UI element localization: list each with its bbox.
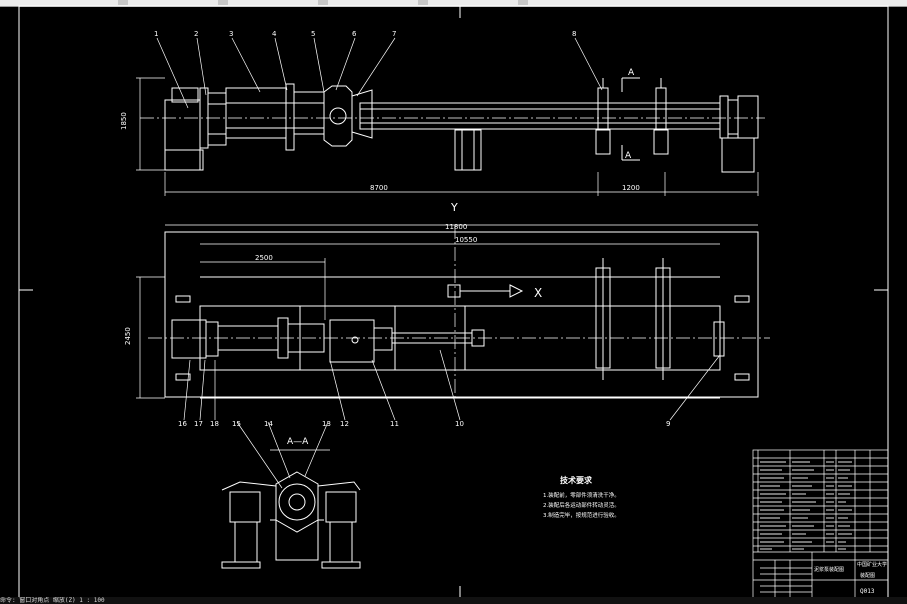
balloon-15: 15	[232, 420, 241, 428]
dim-plan-width: 2450	[124, 327, 132, 345]
plan-view	[136, 224, 770, 400]
balloon-2: 2	[194, 30, 198, 38]
balloon-7: 7	[392, 30, 396, 38]
front-view-leaders	[156, 37, 603, 109]
title-block-school: 中国矿业大学	[857, 561, 887, 568]
toolbar-button[interactable]	[318, 0, 328, 5]
balloon-10: 10	[455, 420, 464, 428]
balloon-4: 4	[272, 30, 277, 38]
balloon-8: 8	[572, 30, 576, 38]
title-block-drawing-name: 泥浆泵装配图	[814, 566, 844, 573]
dim-front-support: 1200	[622, 184, 640, 192]
balloon-13: 13	[322, 420, 331, 428]
balloon-18: 18	[210, 420, 219, 428]
balloon-14: 14	[264, 420, 273, 428]
front-view	[136, 77, 765, 196]
dim-plan-overall: 11800	[445, 223, 467, 231]
notes-item-1: 1.装配前，零部件须清洗干净。	[543, 491, 620, 499]
balloon-3: 3	[229, 30, 233, 38]
balloon-9: 9	[666, 420, 670, 428]
dim-plan-left: 2500	[255, 254, 273, 262]
notes-item-3: 3.制造完毕，按规范进行验收。	[543, 511, 620, 519]
section-marker-top: A	[628, 68, 635, 78]
balloon-1: 1	[154, 30, 158, 38]
section-title: A—A	[287, 437, 309, 447]
section-marker-bottom: A	[625, 151, 632, 161]
toolbar-button[interactable]	[518, 0, 528, 5]
axis-x-label: X	[534, 286, 542, 300]
title-block-entries	[760, 461, 852, 550]
balloon-6: 6	[352, 30, 357, 38]
balloon-5: 5	[311, 30, 315, 38]
toolbar-button[interactable]	[218, 0, 228, 5]
toolbar-button[interactable]	[418, 0, 428, 5]
title-block	[752, 449, 889, 599]
title-block-sub-name: 装配图	[860, 572, 875, 579]
command-line[interactable]: 命令: 窗口对角点 缩放(Z) 1 : 100	[0, 597, 907, 604]
dim-front-height: 1850	[120, 112, 128, 130]
axis-y-label: Y	[450, 201, 458, 214]
balloon-16: 16	[178, 420, 187, 428]
dim-plan-rail: 10550	[455, 236, 477, 244]
toolbar-button[interactable]	[118, 0, 128, 5]
balloon-11: 11	[390, 420, 399, 428]
section-view	[221, 421, 361, 569]
balloon-17: 17	[194, 420, 203, 428]
notes-item-2: 2.装配后各运动部件转动灵活。	[543, 501, 620, 509]
title-block-drawing-code: Q013	[860, 588, 875, 595]
dim-front-overall: 8700	[370, 184, 388, 192]
plan-view-leaders	[183, 349, 721, 421]
balloon-12: 12	[340, 420, 349, 428]
notes-title: 技术要求	[560, 475, 593, 485]
